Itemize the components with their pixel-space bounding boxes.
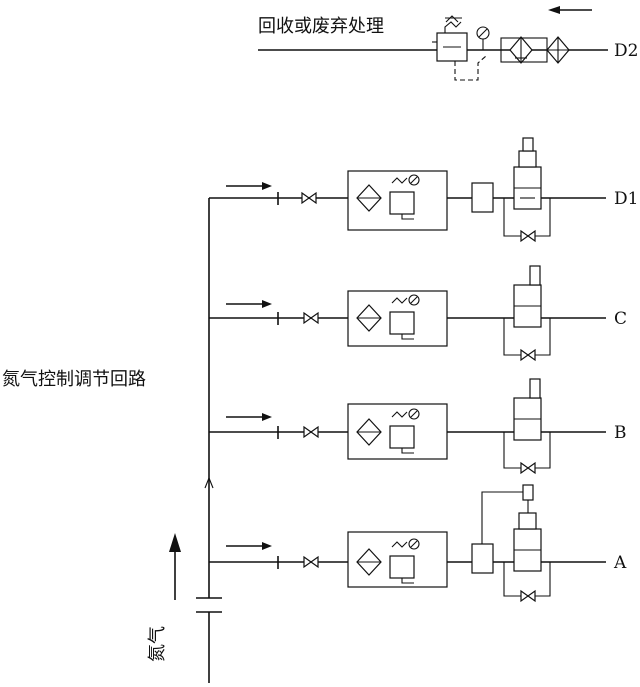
pressure-gauge-icon xyxy=(476,26,490,50)
filter-icon xyxy=(500,36,570,64)
solenoid-valve-icon xyxy=(503,484,551,603)
ball-valve-icon xyxy=(303,311,319,325)
filter-regulator-icon xyxy=(347,531,448,588)
outlet-label-b: B xyxy=(614,423,627,443)
solenoid-valve-icon xyxy=(503,265,551,362)
branch-b: B xyxy=(209,378,627,475)
flow-meter-icon xyxy=(471,543,494,574)
main-supply-line xyxy=(169,198,222,683)
solenoid-valve-icon xyxy=(503,137,551,243)
ball-valve-icon xyxy=(303,555,319,569)
outlet-label-d2: D2 xyxy=(614,41,638,61)
nitrogen-inlet-label: 氮气 xyxy=(147,626,168,662)
branch-a: A xyxy=(209,484,627,603)
filter-regulator-icon xyxy=(347,403,448,460)
solenoid-valve-icon xyxy=(503,378,551,475)
ball-valve-icon xyxy=(301,191,317,205)
branch-c: C xyxy=(209,265,627,362)
recovery-line: 回收或废弃处理 D2 xyxy=(258,6,638,81)
outlet-label-c: C xyxy=(614,309,627,329)
filter-regulator-icon xyxy=(347,170,448,231)
filter-regulator-icon xyxy=(347,290,448,347)
relief-valve-icon xyxy=(432,15,487,81)
branch-d1: D1 xyxy=(209,137,638,243)
outlet-label-a: A xyxy=(613,553,627,573)
nitrogen-loop-label: 氮气控制调节回路 xyxy=(2,369,146,390)
recovery-label: 回收或废弃处理 xyxy=(258,16,384,37)
flow-meter-icon xyxy=(471,182,494,213)
ball-valve-icon xyxy=(303,425,319,439)
outlet-label-d1: D1 xyxy=(614,189,638,209)
